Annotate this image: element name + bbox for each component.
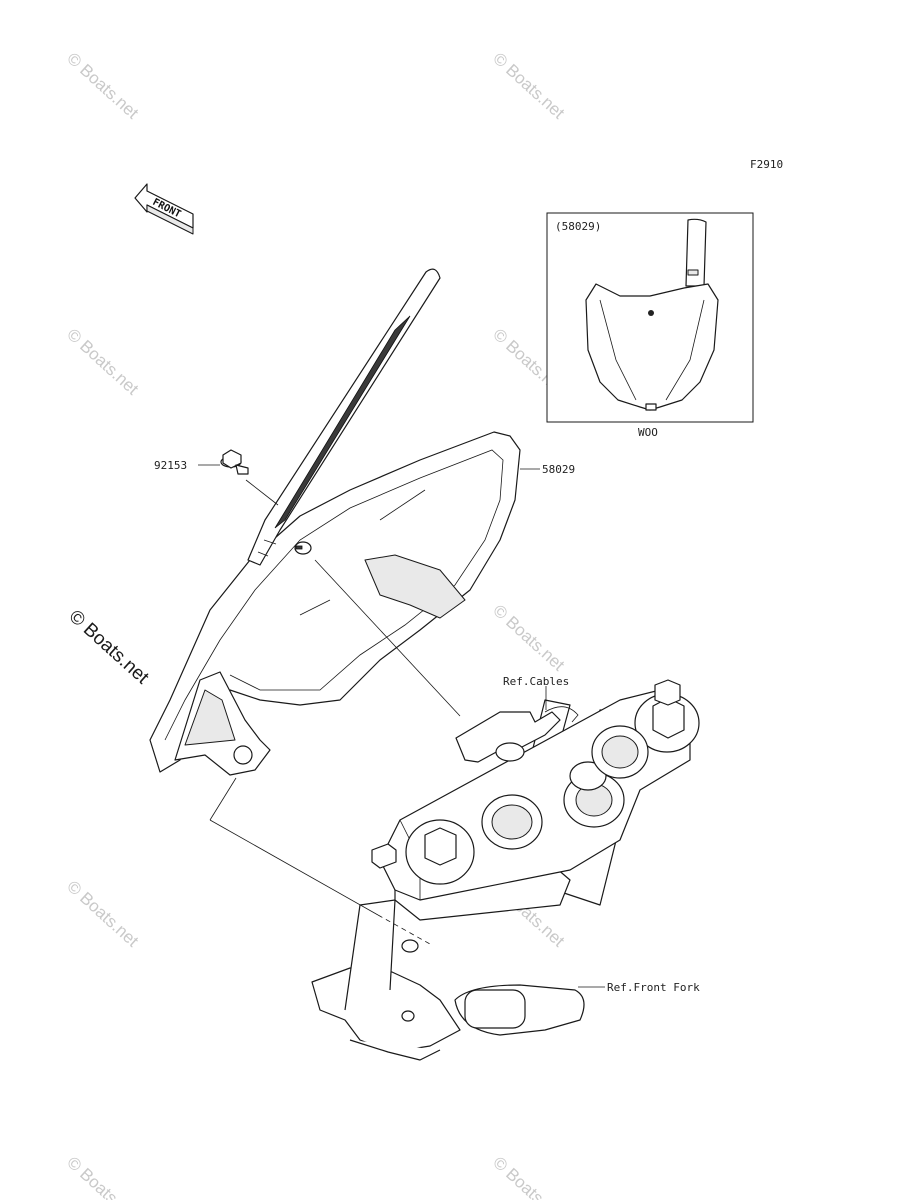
inset-variant: WOO <box>638 426 658 439</box>
watermark-dark: © Boats.net <box>65 606 154 689</box>
callout-number-plate: 58029 <box>542 463 575 476</box>
triple-clamp-assembly <box>311 679 700 1061</box>
bolt-92153-icon <box>220 449 249 475</box>
watermark: © Boats.net <box>63 1153 142 1200</box>
front-arrow-icon: FRONT <box>134 183 194 235</box>
watermark: © Boats.net <box>489 1153 568 1200</box>
callout-ref-front-fork: Ref.Front Fork <box>607 981 700 994</box>
watermark: © Boats.net <box>489 49 568 123</box>
number-plate-58029 <box>149 431 521 776</box>
callout-bolt: 92153 <box>154 459 187 472</box>
figure-code: F2910 <box>750 158 783 171</box>
watermark: © Boats.net <box>63 325 142 399</box>
watermark: © Boats.net <box>489 601 568 675</box>
strap <box>247 268 441 566</box>
watermark: © Boats.net <box>63 877 142 951</box>
leader-lines <box>198 464 605 988</box>
inset-part-ref: (58029) <box>555 220 601 233</box>
watermark: © Boats.net <box>63 49 142 123</box>
inset-box: (58029) WOO <box>546 212 754 439</box>
inset-number-plate-icon <box>585 218 719 411</box>
callout-ref-cables: Ref.Cables <box>503 675 569 688</box>
